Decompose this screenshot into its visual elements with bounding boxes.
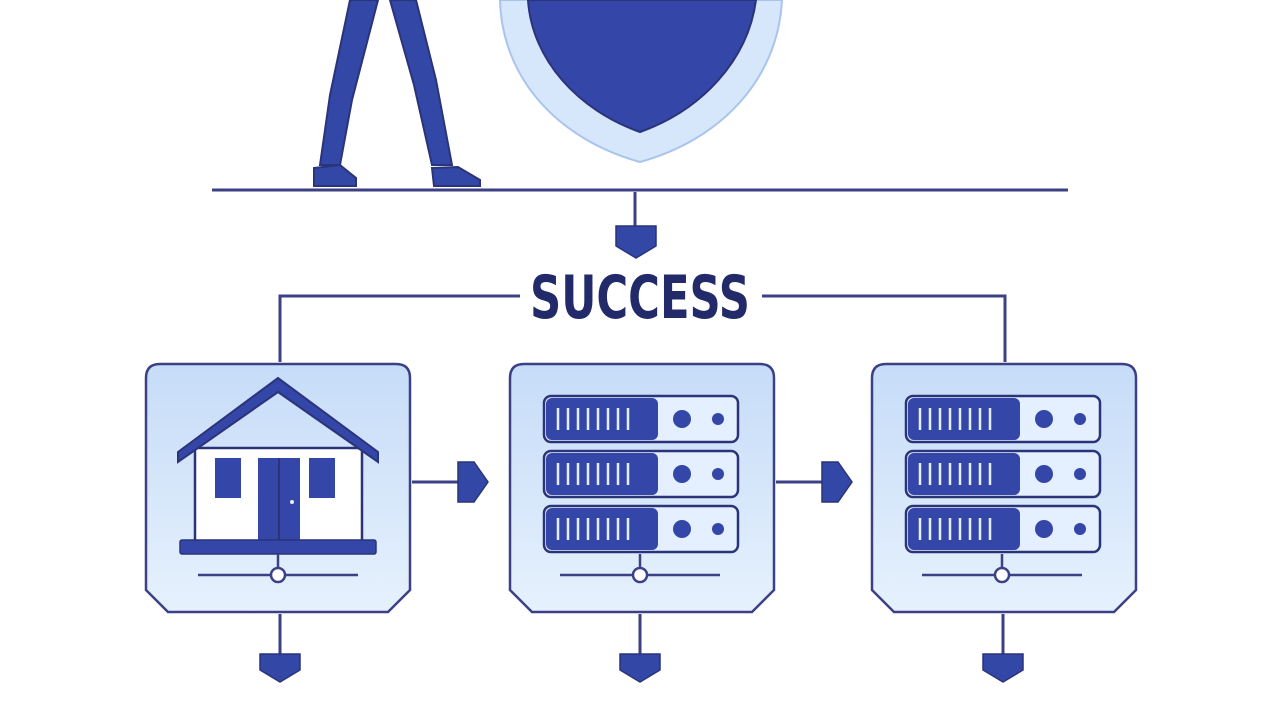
person-figure [313, 0, 481, 187]
shield-icon [498, 0, 784, 164]
house-icon [177, 376, 379, 555]
connector-top [615, 192, 657, 259]
server-rack-icon [542, 394, 740, 554]
arrow-down-icon [982, 614, 1024, 683]
branch-lines [278, 294, 1007, 362]
server-card-1 [508, 362, 776, 614]
arrow-right-icon [412, 461, 489, 503]
arrow-down-icon [619, 614, 661, 683]
house-card [144, 362, 412, 614]
arrow-right-icon [776, 461, 853, 503]
server-card-2 [870, 362, 1138, 614]
arrow-down-icon [259, 614, 301, 683]
success-label: SUCCESS [530, 263, 750, 333]
server-rack-icon [904, 394, 1102, 554]
